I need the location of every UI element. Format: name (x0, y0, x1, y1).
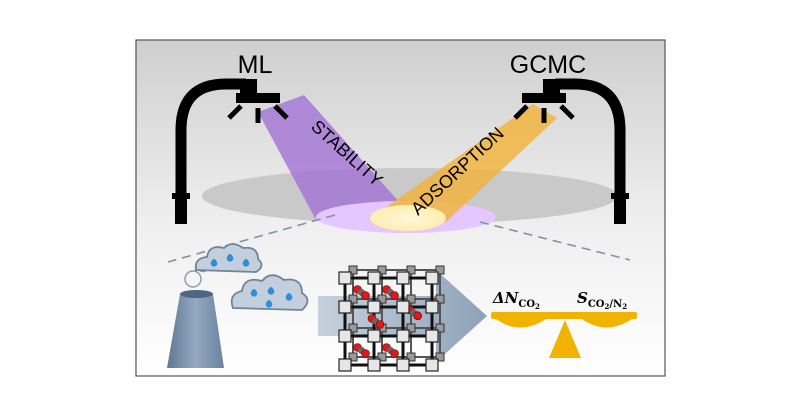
delta-n-co2-label: ΔNCO2 (492, 289, 540, 311)
gcmc-label: GCMC (510, 51, 586, 79)
mof-node (435, 352, 445, 362)
ml-label: ML (238, 51, 273, 79)
mof-node (377, 265, 387, 275)
mof-node (425, 300, 439, 314)
co2-molecule (413, 311, 423, 321)
adsorption-spot (370, 205, 446, 231)
adsorption-beam (375, 104, 557, 222)
dashed-guide-right (479, 221, 631, 261)
mof-node (348, 265, 358, 275)
mof-node (348, 323, 358, 333)
mof-node (425, 329, 439, 343)
co2-molecule (361, 349, 370, 358)
co2-molecule (375, 320, 385, 329)
mof-node (406, 265, 416, 275)
stability-beam (258, 95, 408, 218)
mof-node (406, 294, 416, 304)
co2-molecule (390, 349, 399, 358)
mof-framework-icon (338, 265, 445, 372)
mof-node (367, 271, 381, 285)
mof-node (396, 300, 410, 314)
s-co2-n2-label: SCO2/N2 (577, 289, 627, 311)
mof-node (367, 300, 381, 314)
mof-node (396, 358, 410, 372)
mof-node (367, 358, 381, 372)
mof-node (406, 352, 416, 362)
mof-node (396, 329, 410, 343)
mof-node (377, 352, 387, 362)
mof-node (348, 294, 358, 304)
mof-node (435, 323, 445, 333)
balance-scale-icon (491, 312, 637, 358)
mof-node (338, 329, 352, 343)
mof-node (396, 271, 410, 285)
mof-node (435, 265, 445, 275)
mof-node (435, 294, 445, 304)
gcmc-lamp-icon (513, 78, 629, 224)
mof-node (425, 271, 439, 285)
mof-node (377, 294, 387, 304)
mof-node (367, 329, 381, 343)
mof-node (406, 323, 416, 333)
co2-molecule (361, 291, 370, 300)
mof-node (338, 358, 352, 372)
mof-node (425, 358, 439, 372)
rain-cloud-icon (194, 243, 309, 311)
co2-molecule (390, 291, 399, 300)
mof-node (338, 300, 352, 314)
mof-node (348, 352, 358, 362)
ml-lamp-icon (172, 78, 289, 224)
mof-node (338, 271, 352, 285)
